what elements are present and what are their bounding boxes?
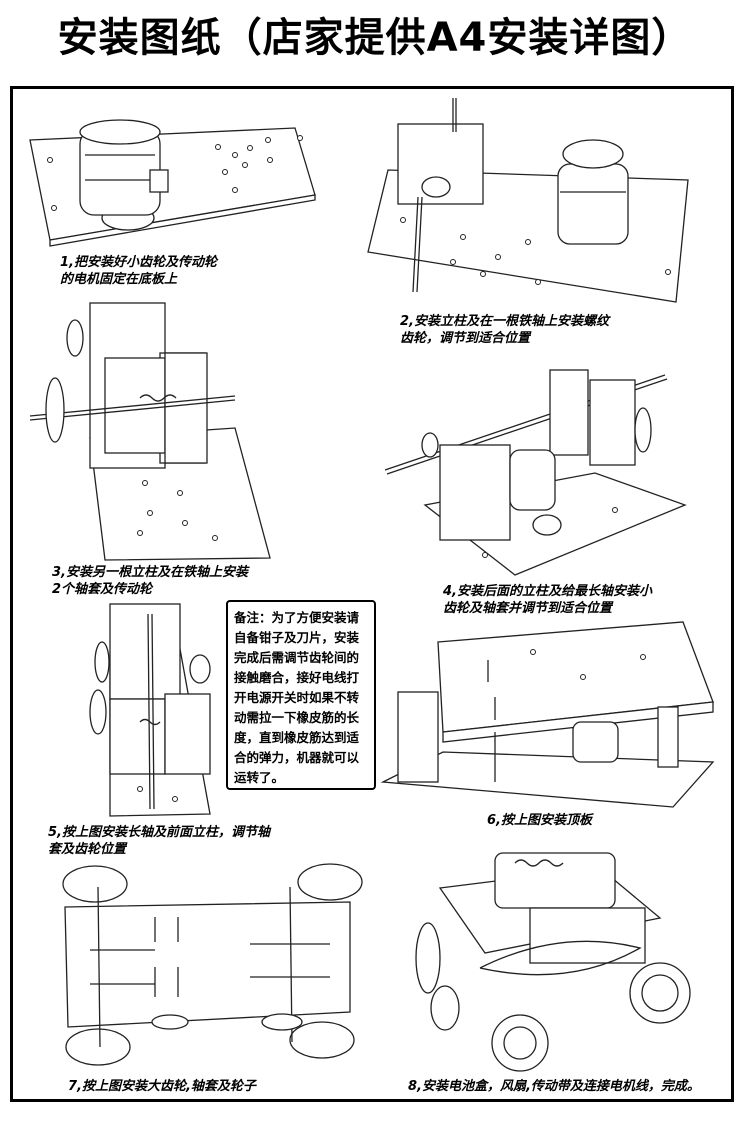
step-6-caption: 6,按上图安装顶板 (487, 813, 592, 828)
step-5-caption: 5,按上图安装长轴及前面立柱，调节轴 套及齿轮位置 (48, 825, 270, 857)
page-title: 安装图纸（店家提供A4安装详图） (57, 15, 693, 61)
instructions-frame (10, 86, 734, 1102)
step-8-caption: 8,安装电池盒，风扇,传动带及连接电机线，完成。 (408, 1079, 700, 1094)
step-7-caption: 7,按上图安装大齿轮,轴套及轮子 (68, 1079, 256, 1094)
step-4-caption: 4,安装后面的立柱及给最长轴安装小 齿轮及轴套并调节到适合位置 (443, 584, 652, 616)
step-1-caption: 1,把安装好小齿轮及传动轮 的电机固定在底板上 (60, 255, 217, 287)
assembly-note: 备注：为了方便安装请自备钳子及刀片，安装完成后需调节齿轮间的接触磨合，接好电线打… (226, 600, 376, 790)
step-3-caption: 3,安装另一根立柱及在铁轴上安装 2个轴套及传动轮 (52, 565, 248, 597)
step-2-caption: 2,安装立柱及在一根铁轴上安装螺纹 齿轮，调节到适合位置 (400, 314, 609, 346)
